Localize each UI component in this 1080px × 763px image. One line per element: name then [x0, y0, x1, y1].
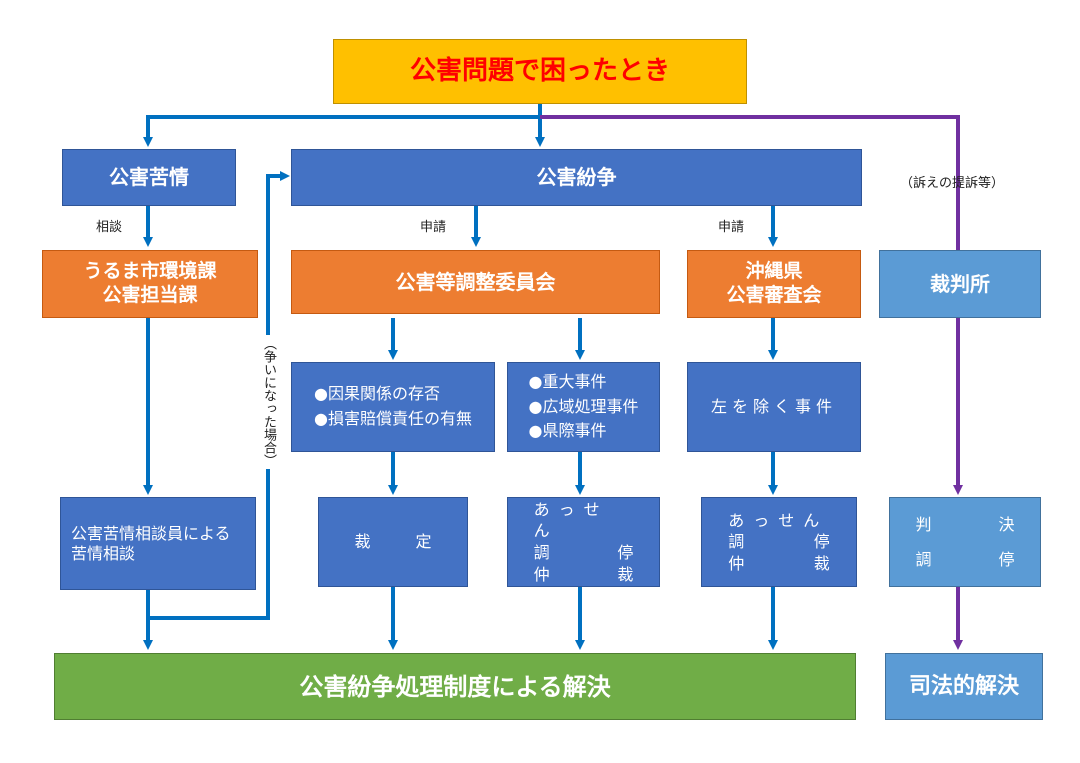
arrow-to-complaint: [143, 115, 540, 147]
okinawa-scope-label: 左を除く事件: [710, 397, 837, 416]
complaint-label: 公害苦情: [109, 165, 189, 189]
mediation-char: 裁: [617, 564, 634, 584]
mediation-char: 停: [813, 532, 830, 552]
court-result-char: 判: [915, 514, 932, 534]
committee-label: 公害等調整委員会: [395, 269, 556, 294]
mediation-char: 裁: [813, 553, 830, 573]
ruling-char: 裁: [354, 532, 371, 551]
complaint-box: 公害苦情: [62, 149, 236, 206]
court-result-char: 調: [915, 550, 932, 569]
dispute-label: 公害紛争: [536, 165, 617, 189]
resolution-box: 公害紛争処理制度による解決: [54, 653, 856, 720]
mediation-char: 仲: [533, 564, 550, 584]
page-title: 公害問題で困ったとき: [409, 56, 670, 87]
mediation-first: あっせん: [728, 510, 829, 530]
okinawa-label: 沖縄県 公害審査会: [726, 260, 822, 306]
committee-box: 公害等調整委員会: [291, 250, 660, 314]
mediation-char: 調: [533, 543, 550, 562]
committee-scope-b-box: ●重大事件 ●広域処理事件 ●県際事件: [507, 362, 660, 452]
uruma-office-box: うるま市環境課 公害担当課: [42, 250, 258, 318]
court-result-char: 決: [998, 514, 1015, 534]
judicial-label: 司法的解決: [908, 673, 1019, 699]
arrow-to-court-result: [540, 115, 963, 495]
ruling-char: 定: [415, 532, 432, 551]
consult-label: 相談: [96, 220, 123, 235]
mediation-first: あっせん: [533, 499, 609, 541]
complaint-consult-label: 公害苦情相談員による 苦情相談: [71, 523, 231, 563]
okinawa-scope-box: 左を除く事件: [687, 362, 861, 452]
mediation-a-box: あっせん 調 停 仲 裁: [507, 497, 660, 587]
mediation-b-box: あっせん 調 停 仲 裁: [701, 497, 857, 587]
ruling-box: 裁 定: [318, 497, 468, 587]
dispute-case-label: （争いになった場合）: [259, 335, 278, 469]
title-box: 公害問題で困ったとき: [333, 39, 747, 104]
apply-label-1: 申請: [420, 220, 447, 235]
scope-item: ●因果関係の存否: [314, 384, 440, 404]
scope-item: ●県際事件: [528, 421, 607, 441]
committee-scope-a-box: ●因果関係の存否 ●損害賠償責任の有無: [291, 362, 495, 452]
resolution-label: 公害紛争処理制度による解決: [299, 672, 611, 701]
apply-label-2: 申請: [718, 220, 745, 235]
court-label: 裁判所: [930, 271, 990, 296]
court-box: 裁判所: [879, 250, 1041, 318]
mediation-char: 調: [728, 532, 745, 552]
scope-item: ●重大事件: [528, 371, 607, 391]
uruma-office-label: うるま市環境課 公害担当課: [83, 260, 217, 306]
dispute-box: 公害紛争: [291, 149, 862, 206]
scope-item: ●広域処理事件: [528, 396, 639, 416]
lawsuit-label: （訴えの提訴等）: [900, 176, 1005, 191]
mediation-char: 停: [617, 543, 634, 562]
court-result-char: 停: [998, 550, 1015, 569]
okinawa-box: 沖縄県 公害審査会: [687, 250, 861, 318]
complaint-consult-box: 公害苦情相談員による 苦情相談: [60, 497, 256, 590]
court-result-box: 判 決 調 停: [889, 497, 1041, 587]
mediation-char: 仲: [728, 553, 745, 573]
scope-item: ●損害賠償責任の有無: [314, 409, 472, 428]
judicial-box: 司法的解決: [885, 653, 1043, 720]
